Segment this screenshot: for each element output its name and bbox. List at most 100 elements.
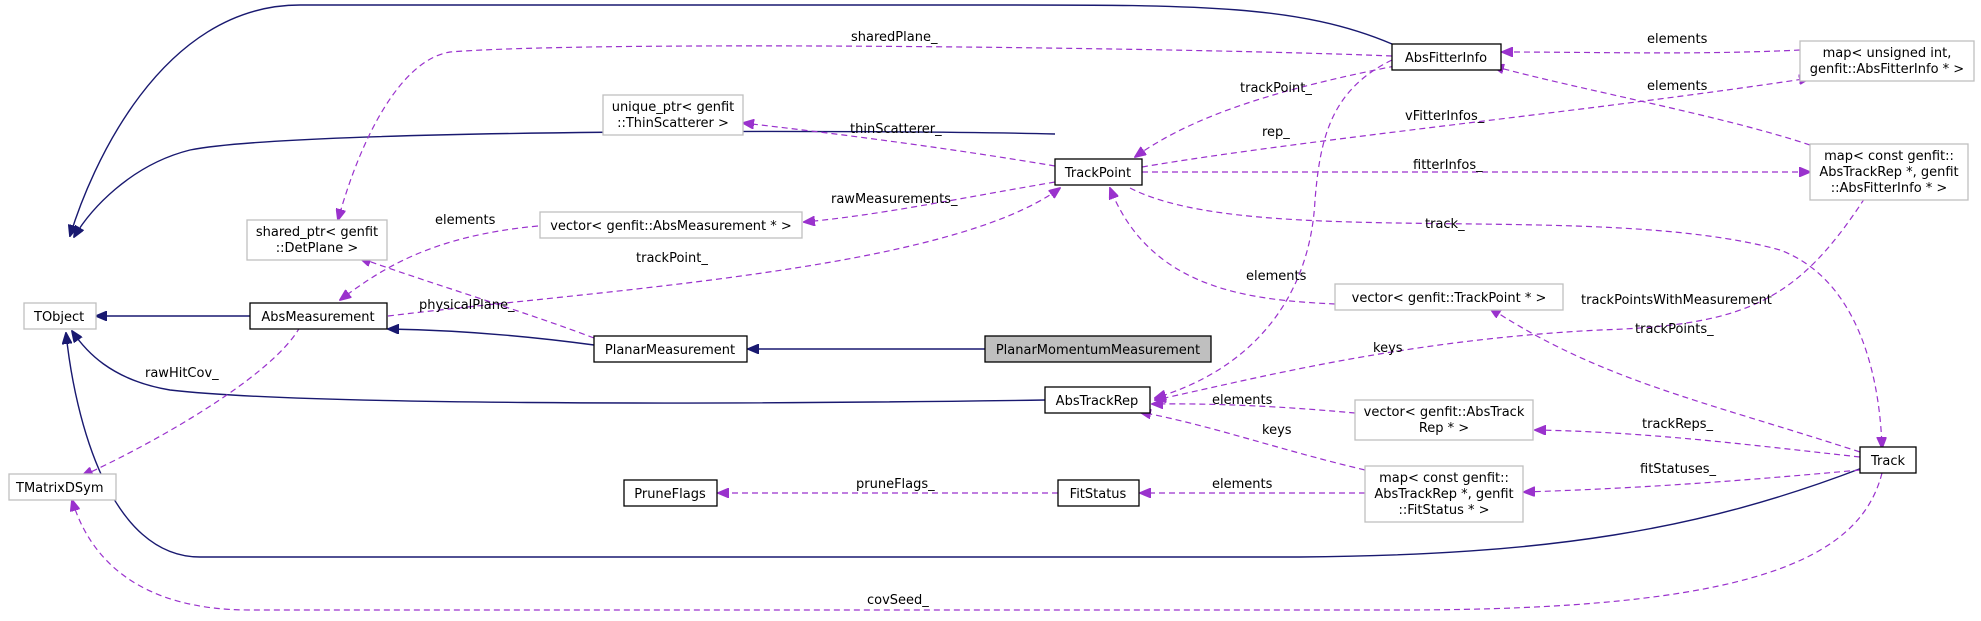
label-pruneflags: pruneFlags_: [856, 477, 935, 492]
node-map-rep-fitterinfo-line1: map< const genfit::: [1824, 149, 1954, 164]
label-trackpointswithmeasurement: trackPointsWithMeasurement: [1581, 293, 1772, 308]
node-vector-abstrackrep-line1: vector< genfit::AbsTrack: [1364, 405, 1525, 420]
label-elements-map-uint: elements: [1647, 32, 1708, 47]
label-sharedplane: sharedPlane_: [851, 30, 938, 45]
edge-planarmeasurement-to-absmeasurement: [388, 329, 595, 346]
label-track: track_: [1425, 217, 1465, 232]
edge-keys-map-rep-fitstatus: [1140, 412, 1366, 471]
edge-rawmeasurements: [804, 181, 1056, 222]
node-unique-ptr-thinscatterer-line2: ::ThinScatterer >: [617, 116, 729, 131]
edge-rep: [1155, 59, 1393, 398]
node-track-label: Track: [1870, 454, 1905, 469]
label-rawmeasurements: rawMeasurements_: [831, 192, 958, 207]
label-vfitterinfos: vFitterInfos_: [1405, 109, 1485, 124]
edge-trackreps: [1535, 430, 1861, 458]
edge-physicalplane: [360, 258, 595, 339]
label-trackpoint-fitterinfo: trackPoint_: [1240, 81, 1312, 96]
label-fitstatuses: fitStatuses_: [1640, 462, 1716, 477]
edge-track: [1129, 187, 1882, 448]
edge-thinscatterer: [743, 123, 1056, 167]
node-tobject-label: TObject: [33, 310, 84, 325]
edge-keys-map-rep-fitterinfo: [1155, 189, 1871, 400]
node-abstrackrep-label: AbsTrackRep: [1056, 394, 1139, 409]
label-thinscatterer: thinScatterer_: [850, 122, 942, 137]
edge-abs-fitter-info-to-tobject: [70, 4, 1393, 236]
edge-abstrackrep-to-tobject: [72, 331, 1046, 404]
node-tobject[interactable]: TObject: [23, 302, 97, 330]
nodes: TObject TMatrixDSym shared_ptr< genfit :…: [8, 40, 1975, 523]
inheritance-edges: [66, 4, 1863, 558]
node-vector-trackpoint-label: vector< genfit::TrackPoint * >: [1352, 291, 1547, 306]
node-pruneflags-label: PruneFlags: [634, 487, 706, 502]
node-absmeasurement[interactable]: AbsMeasurement: [249, 302, 388, 330]
label-rawhitcov: rawHitCov_: [145, 366, 219, 381]
node-pruneflags[interactable]: PruneFlags: [623, 479, 718, 507]
node-track[interactable]: Track: [1859, 446, 1917, 474]
node-map-rep-fitstatus[interactable]: map< const genfit:: AbsTrackRep *, genfi…: [1364, 465, 1524, 523]
edge-vector-abstrackrep-elements: [1152, 404, 1356, 414]
node-vector-abstrackrep-line2: Rep * >: [1419, 421, 1469, 436]
node-vector-absmeasurement-label: vector< genfit::AbsMeasurement * >: [550, 219, 792, 234]
label-trackreps: trackReps_: [1642, 417, 1714, 432]
edge-labels: sharedPlane_ elements elements trackPoin…: [145, 30, 1772, 608]
usage-edges: [72, 45, 1883, 611]
node-map-rep-fitstatus-line1: map< const genfit::: [1379, 471, 1509, 486]
node-trackpoint-label: TrackPoint: [1064, 166, 1131, 181]
node-planarmomentummeasurement-label: PlanarMomentumMeasurement: [996, 343, 1200, 358]
node-vector-abstrackrep[interactable]: vector< genfit::AbsTrack Rep * >: [1354, 399, 1534, 441]
label-elements-vector-abstrackrep: elements: [1212, 393, 1273, 408]
node-planarmomentummeasurement[interactable]: PlanarMomentumMeasurement: [984, 335, 1212, 363]
node-tmatrixdsym[interactable]: TMatrixDSym: [8, 473, 117, 501]
node-abstrackrep[interactable]: AbsTrackRep: [1044, 386, 1151, 414]
edge-sharedplane: [338, 45, 1393, 220]
node-map-rep-fitterinfo[interactable]: map< const genfit:: AbsTrackRep *, genfi…: [1809, 143, 1969, 201]
label-trackpoint-absmeasurement: trackPoint_: [636, 251, 708, 266]
edge-vector-absmeasurement-elements: [340, 225, 539, 300]
label-elements-vector-absmeasurement: elements: [435, 213, 496, 228]
node-planarmeasurement[interactable]: PlanarMeasurement: [593, 335, 748, 363]
label-covseed: covSeed_: [867, 593, 929, 608]
edge-map-rep-fitterinfo-elements: [1493, 66, 1811, 146]
node-map-uint-fitterinfo-line2: genfit::AbsFitterInfo * >: [1810, 62, 1964, 77]
edge-trackpoints: [1490, 308, 1861, 453]
edge-vfitterinfos: [1141, 78, 1810, 168]
node-unique-ptr-thinscatterer[interactable]: unique_ptr< genfit ::ThinScatterer >: [602, 94, 744, 136]
label-trackpoints: trackPoints_: [1635, 322, 1714, 337]
node-vector-trackpoint[interactable]: vector< genfit::TrackPoint * >: [1334, 283, 1564, 311]
node-map-rep-fitterinfo-line2: AbsTrackRep *, genfit: [1819, 165, 1958, 180]
label-rep: rep_: [1262, 125, 1290, 140]
label-keys-map-rep-fitstatus: keys: [1262, 423, 1292, 438]
node-planarmeasurement-label: PlanarMeasurement: [605, 343, 735, 358]
label-elements-fitstatus: elements: [1212, 477, 1273, 492]
node-fitstatus[interactable]: FitStatus: [1057, 479, 1140, 507]
node-fitstatus-label: FitStatus: [1070, 487, 1127, 502]
node-vector-absmeasurement[interactable]: vector< genfit::AbsMeasurement * >: [539, 211, 803, 239]
node-shared-ptr-detplane[interactable]: shared_ptr< genfit ::DetPlane >: [246, 219, 388, 261]
edge-track-to-tobject: [66, 333, 1863, 558]
label-elements-vector-trackpoint: elements: [1246, 269, 1307, 284]
node-map-rep-fitstatus-line3: ::FitStatus * >: [1398, 503, 1489, 518]
node-absmeasurement-label: AbsMeasurement: [261, 310, 374, 325]
node-unique-ptr-thinscatterer-line1: unique_ptr< genfit: [612, 100, 735, 115]
edge-trackpoint-from-fitterinfo: [1135, 65, 1396, 157]
edge-vector-trackpoint-elements: [1110, 188, 1336, 305]
label-keys-map-rep-fitterinfo: keys: [1373, 341, 1403, 356]
edge-covseed: [72, 472, 1883, 611]
node-map-uint-fitterinfo-line1: map< unsigned int,: [1823, 46, 1952, 61]
node-map-uint-fitterinfo[interactable]: map< unsigned int, genfit::AbsFitterInfo…: [1799, 40, 1975, 82]
node-absfitterinfo-label: AbsFitterInfo: [1405, 51, 1487, 66]
node-map-rep-fitterinfo-line3: ::AbsFitterInfo * >: [1831, 181, 1948, 196]
edge-trackpoint-from-absmeasurement: [387, 188, 1060, 317]
edge-trackpoint-to-tobject: [74, 130, 1056, 237]
label-fitterinfos: fitterInfos_: [1413, 158, 1483, 173]
node-absfitterinfo[interactable]: AbsFitterInfo: [1391, 43, 1502, 71]
label-physicalplane: physicalPlane_: [419, 298, 515, 313]
node-trackpoint[interactable]: TrackPoint: [1054, 158, 1143, 186]
node-map-rep-fitstatus-line2: AbsTrackRep *, genfit: [1374, 487, 1513, 502]
node-shared-ptr-detplane-line2: ::DetPlane >: [276, 241, 359, 256]
edge-map-uint-elements: [1502, 50, 1801, 53]
edge-rawhitcov: [82, 326, 301, 476]
node-tmatrixdsym-label: TMatrixDSym: [15, 481, 104, 496]
label-elements-map-rep-fitterinfo: elements: [1647, 79, 1708, 94]
